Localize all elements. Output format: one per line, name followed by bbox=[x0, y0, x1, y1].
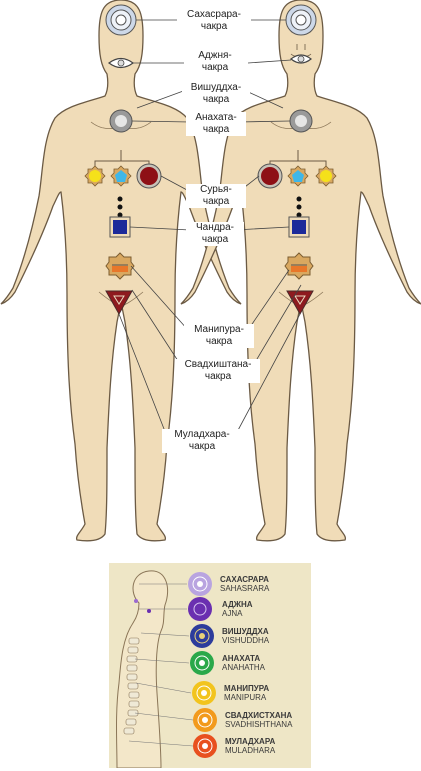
manipura-left bbox=[105, 252, 135, 280]
label-manipura: Манипура-чакра bbox=[184, 324, 254, 348]
sahasrara-right bbox=[285, 4, 317, 36]
label-anahata: Анахата-чакра bbox=[186, 112, 246, 136]
manipura-right bbox=[284, 252, 314, 280]
label-svadhishthana: Свадхиштана-чакра bbox=[176, 359, 260, 383]
muladhara-right bbox=[286, 290, 314, 316]
vishuddha-right bbox=[289, 109, 313, 133]
spine-figure bbox=[116, 570, 217, 768]
panel-chakra-icons bbox=[188, 572, 217, 758]
right-chakras bbox=[257, 4, 337, 316]
leader-lines bbox=[118, 19, 302, 435]
label-chandra: Чандра-чакра bbox=[186, 222, 244, 246]
label-vishuddha: Вишуддха-чакра bbox=[182, 82, 250, 106]
surya-left bbox=[136, 163, 162, 189]
ajna-right bbox=[290, 54, 312, 64]
muladhara-left bbox=[105, 290, 133, 316]
label-muladhara: Муладхара-чакра bbox=[162, 429, 242, 453]
chakra-bodies-figure bbox=[0, 0, 421, 542]
label-sahasrara: Сахасрара-чакра bbox=[177, 9, 251, 33]
left-chakras bbox=[84, 4, 162, 316]
chandra-left bbox=[109, 216, 131, 238]
vishuddha-left bbox=[109, 109, 133, 133]
sahasrara-left bbox=[105, 4, 137, 36]
surya-right bbox=[257, 163, 283, 189]
chandra-right bbox=[288, 216, 310, 238]
label-ajna: Аджня-чакра bbox=[184, 50, 246, 74]
label-surya: Сурья-чакра bbox=[186, 184, 246, 208]
